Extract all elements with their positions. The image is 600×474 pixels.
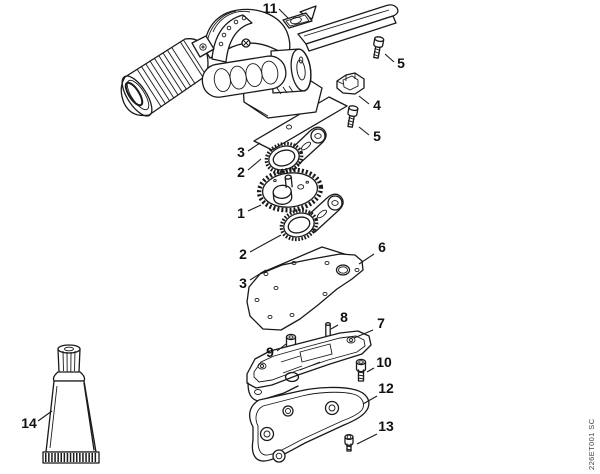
part-2-connecting-rod-upper (264, 126, 327, 175)
callout-label-6: 6 (378, 239, 386, 255)
part-11-nameplate (282, 12, 313, 29)
watermark-code: 226ET001 SC (587, 418, 596, 470)
part-8-pin (325, 322, 331, 337)
part-5-screw-lower (347, 105, 359, 128)
callouts: 11 5 4 5 3 2 1 2 3 6 8 7 9 10 12 13 14 (21, 0, 405, 445)
callout-label-9: 9 (266, 344, 274, 360)
part-1-gear-wheel (256, 167, 324, 213)
clamp-lug (191, 35, 215, 58)
part-10-screw (355, 358, 367, 382)
leader-14 (37, 410, 53, 422)
leader-3a (247, 142, 261, 152)
leader-9 (276, 343, 287, 352)
part-12-sliding-cover (248, 386, 370, 463)
leader-2a (247, 158, 262, 171)
power-head-assembly (120, 4, 399, 151)
callout-label-2b: 2 (239, 246, 247, 262)
cutter-bar (297, 4, 399, 52)
leader-1 (247, 204, 262, 212)
leader-8 (330, 324, 339, 330)
callout-label-5b: 5 (373, 128, 381, 144)
leader-5b (358, 126, 370, 136)
callout-label-3b: 3 (239, 275, 247, 291)
callout-label-14: 14 (21, 415, 37, 431)
part-5-screw-upper (373, 36, 385, 59)
callout-label-8: 8 (340, 309, 348, 325)
sleeve-ribs (136, 39, 207, 107)
callout-label-3a: 3 (237, 144, 245, 160)
coupling-sleeve (120, 38, 209, 117)
part-6-cover-plate (246, 253, 364, 331)
part-2-connecting-rod-lower (279, 193, 344, 242)
callout-label-2a: 2 (237, 164, 245, 180)
callout-label-10: 10 (376, 354, 392, 370)
leader-5a (384, 53, 395, 63)
leader-2b (249, 234, 282, 253)
part-7-guide-housing (246, 330, 372, 402)
leader-12 (362, 395, 378, 405)
support-arm (201, 55, 287, 98)
part-13-screw (344, 434, 354, 452)
callout-label-4: 4 (373, 97, 381, 113)
part-4-clamp (336, 72, 365, 95)
leader-10 (366, 367, 375, 373)
part-14-grease-tube (42, 344, 100, 464)
callout-label-1: 1 (237, 205, 245, 221)
callout-label-11: 11 (263, 0, 278, 16)
leader-11 (278, 8, 289, 19)
leader-3b (249, 269, 267, 281)
leader-4 (358, 95, 370, 105)
clamp-band (211, 14, 253, 63)
leader-13 (356, 433, 378, 445)
callout-label-12: 12 (378, 380, 394, 396)
callout-label-7: 7 (377, 315, 385, 331)
callout-label-13: 13 (378, 418, 394, 434)
leader-7 (353, 329, 374, 339)
callout-label-5a: 5 (397, 55, 405, 71)
leader-6 (358, 253, 375, 265)
